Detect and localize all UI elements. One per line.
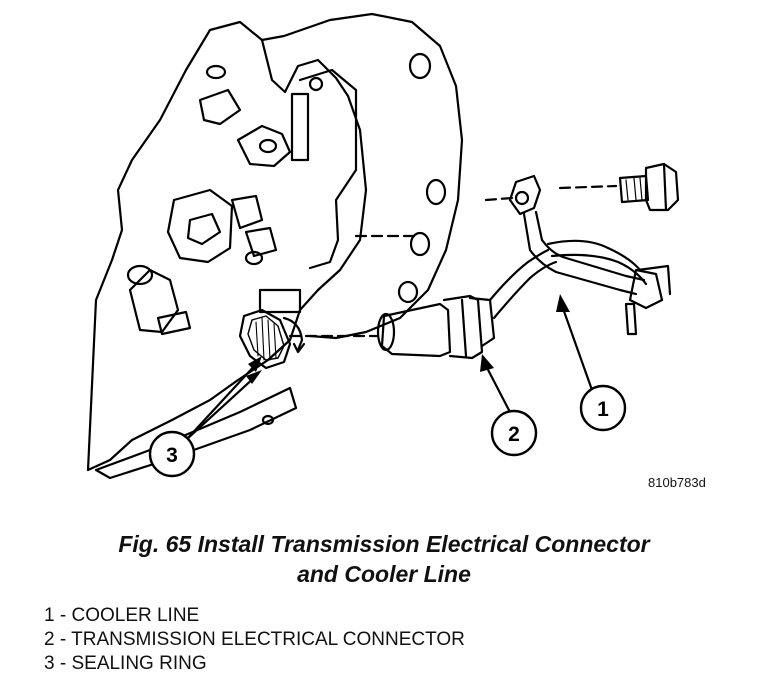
transmission-diagram: 1 2 3 bbox=[86, 12, 680, 480]
arrowhead-1 bbox=[556, 294, 570, 312]
legend-separator: - bbox=[54, 605, 72, 626]
legend-item: 1 - COOLER LINE bbox=[44, 604, 465, 628]
callout-circle-2 bbox=[490, 409, 538, 457]
legend-list: 1 - COOLER LINE 2 - TRANSMISSION ELECTRI… bbox=[44, 604, 465, 676]
figure-caption-line-1: Fig. 65 Install Transmission Electrical … bbox=[118, 531, 650, 557]
electrical-connector bbox=[288, 248, 558, 360]
legend-number: 2 bbox=[44, 629, 55, 650]
arrowhead-2 bbox=[480, 354, 494, 372]
sealing-ring bbox=[238, 308, 306, 370]
legend-item: 2 - TRANSMISSION ELECTRICAL CONNECTOR bbox=[44, 628, 465, 652]
arrowhead-3a bbox=[248, 356, 262, 372]
cooler-line bbox=[484, 174, 672, 336]
callout-number-2: 2 bbox=[508, 423, 520, 446]
legend-number: 1 bbox=[44, 605, 55, 626]
leader-line-3b bbox=[184, 374, 258, 442]
legend-label: COOLER LINE bbox=[71, 605, 200, 626]
transmission-pan bbox=[94, 386, 298, 480]
bell-housing bbox=[260, 12, 464, 340]
leader-line-2 bbox=[482, 360, 514, 418]
callout-circle-3 bbox=[148, 430, 196, 478]
legend-number: 3 bbox=[44, 653, 55, 674]
callout-circle-1 bbox=[579, 384, 627, 432]
leader-line-1 bbox=[558, 298, 594, 392]
legend-item: 3 - SEALING RING bbox=[44, 652, 465, 676]
figure-code: 810b783d bbox=[648, 475, 706, 490]
legend-label: SEALING RING bbox=[71, 653, 207, 674]
callout-number-3: 3 bbox=[166, 444, 178, 467]
callout-number-1: 1 bbox=[597, 398, 609, 421]
legend-label: TRANSMISSION ELECTRICAL CONNECTOR bbox=[71, 629, 465, 650]
legend-separator: - bbox=[54, 653, 72, 674]
figure-caption-line-2: and Cooler Line bbox=[297, 561, 471, 587]
banjo-bolt bbox=[558, 162, 680, 212]
transmission-housing bbox=[86, 20, 368, 472]
leader-line-3a bbox=[184, 360, 260, 442]
arrowhead-3b bbox=[246, 370, 262, 384]
legend-separator: - bbox=[54, 629, 72, 650]
